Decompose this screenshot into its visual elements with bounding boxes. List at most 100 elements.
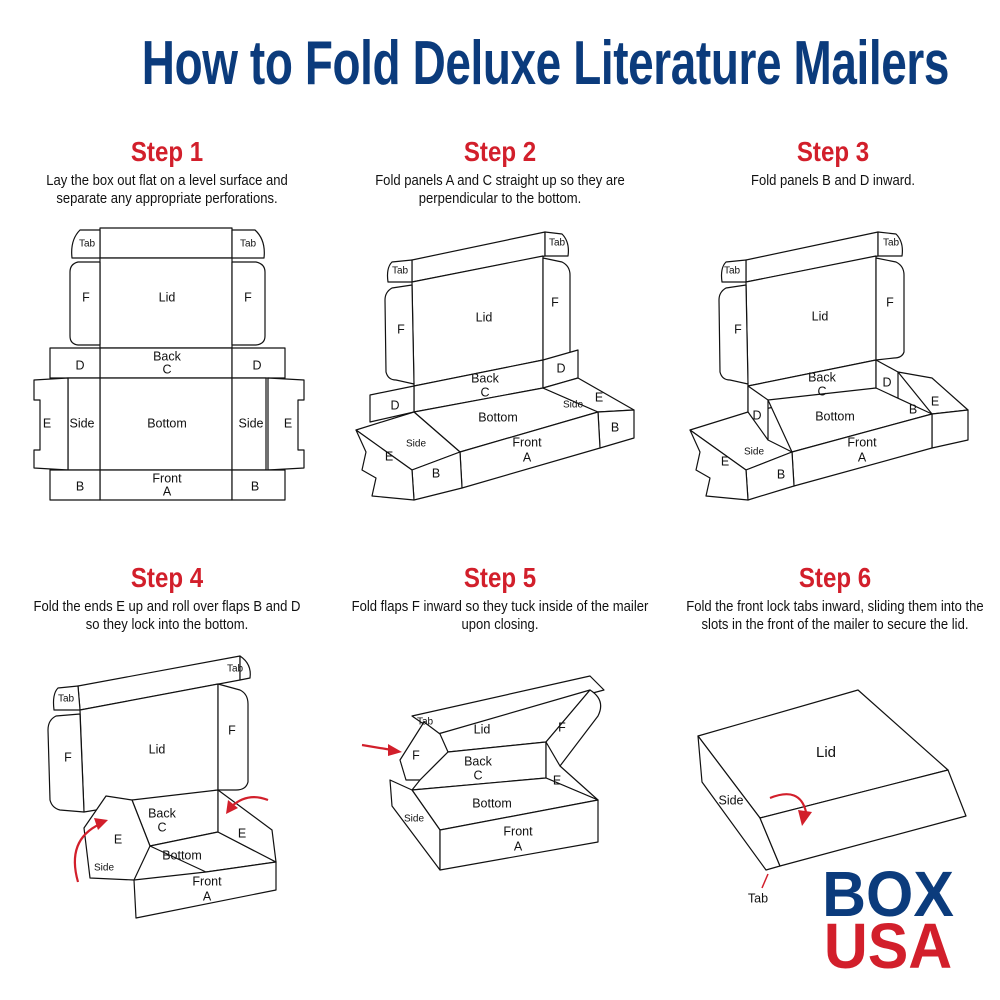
label-tab: Tab (883, 238, 900, 249)
step-title: Step 4 (130, 562, 204, 593)
label-front: Front (847, 435, 877, 449)
label-front: Front (512, 435, 542, 449)
label-back: Back (808, 370, 837, 384)
label-f: F (886, 295, 894, 309)
label-back: Back (153, 349, 182, 363)
step-3-diagram: Tab Tab F Lid F Back C D D Bottom B E E … (689, 231, 969, 501)
page-title: How to Fold Deluxe Literature Mailers (0, 28, 1000, 99)
label-tab: Tab (417, 717, 434, 728)
label-front: Front (192, 874, 222, 888)
step-title: Step 3 (796, 136, 870, 167)
label-tab: Tab (392, 266, 409, 277)
step-text-line: slots in the front of the mailer to secu… (701, 617, 969, 633)
label-b: B (76, 479, 84, 493)
label-c: C (817, 384, 826, 398)
step-text-line: so they lock into the bottom. (85, 617, 249, 633)
label-b: B (777, 467, 785, 481)
label-d: D (882, 375, 891, 389)
label-c: C (473, 768, 482, 782)
step-text: Lay the box out flat on a level surface … (19, 172, 316, 208)
label-a: A (523, 450, 532, 464)
label-c: C (162, 362, 171, 376)
label-tab: Tab (58, 694, 75, 705)
label-bottom: Bottom (478, 410, 518, 424)
label-b: B (251, 479, 259, 493)
label-front: Front (503, 824, 533, 838)
label-bottom: Bottom (815, 409, 855, 423)
label-side: Side (404, 814, 424, 825)
label-d: D (252, 358, 261, 372)
label-f: F (244, 290, 252, 304)
step-3: Step 3 Fold panels B and D inward. (668, 136, 998, 190)
label-bottom: Bottom (162, 848, 202, 862)
label-c: C (480, 385, 489, 399)
arrowhead-icon (388, 744, 402, 756)
step-text: Fold the ends E up and roll over flaps B… (19, 598, 316, 634)
step-text-line: Fold flaps F inward so they tuck inside … (351, 599, 649, 615)
step-title: Step 6 (798, 562, 872, 593)
label-d: D (556, 361, 565, 375)
tab-pointer-icon (761, 873, 769, 889)
arrowhead-icon (94, 818, 108, 830)
label-side: Side (563, 400, 583, 411)
label-e: E (114, 832, 122, 846)
label-e: E (721, 454, 729, 468)
label-back: Back (148, 806, 177, 820)
step-text-line: Fold the front lock tabs inward, sliding… (686, 599, 984, 615)
arrowhead-icon (798, 810, 812, 826)
label-f: F (397, 322, 405, 336)
label-lid: Lid (816, 744, 836, 761)
step-text-line: separate any appropriate perforations. (56, 191, 278, 207)
label-side: Side (406, 439, 426, 450)
step-title: Step 2 (463, 136, 537, 167)
label-e: E (238, 826, 246, 840)
label-front: Front (152, 471, 182, 485)
step-1: Step 1 Lay the box out flat on a level su… (2, 136, 332, 208)
label-a: A (858, 450, 867, 464)
label-f: F (412, 748, 420, 762)
label-side: Side (744, 447, 764, 458)
box-usa-logo: BOX USA (808, 858, 968, 982)
label-lid: Lid (159, 290, 176, 304)
step-text-line: Fold panels A and C straight up so they … (375, 173, 625, 189)
label-lid: Lid (812, 309, 829, 323)
step-title: Step 5 (463, 562, 537, 593)
label-side: Side (94, 863, 114, 874)
label-d: D (752, 408, 761, 422)
step-5-diagram: Tab Lid F F Back C E Bottom Side Front A (361, 675, 605, 871)
step-text-line: Fold panels B and D inward. (751, 173, 915, 189)
label-f: F (558, 720, 566, 734)
logo-line-box: BOX (822, 858, 954, 930)
label-e: E (43, 416, 51, 430)
label-e: E (385, 449, 393, 463)
logo-line-usa: USA (823, 910, 953, 982)
label-e: E (284, 416, 292, 430)
label-tab: Tab (240, 239, 257, 250)
label-e: E (553, 773, 561, 787)
step-4-diagram: Tab Tab F Lid F Back C E E Bottom Side F… (47, 655, 277, 919)
label-b: B (432, 466, 440, 480)
fold-arrow-icon (231, 795, 269, 807)
label-f: F (64, 750, 72, 764)
label-tab: Tab (227, 664, 244, 675)
step-1-diagram: Tab Tab F Lid F Back C D D E Side Bottom… (33, 227, 305, 501)
step-title: Step 1 (130, 136, 204, 167)
label-back: Back (464, 754, 493, 768)
step-4: Step 4 Fold the ends E up and roll over f… (2, 562, 332, 634)
label-a: A (514, 839, 523, 853)
step-text: Fold the front lock tabs inward, sliding… (669, 598, 1000, 634)
step-text-line: Fold the ends E up and roll over flaps B… (33, 599, 301, 615)
label-tab: Tab (549, 238, 566, 249)
label-c: C (157, 820, 166, 834)
step-text: Fold panels A and C straight up so they … (352, 172, 649, 208)
label-back: Back (471, 371, 500, 385)
title-text: How to Fold Deluxe Literature Mailers (141, 29, 950, 98)
label-side: Side (69, 416, 94, 430)
label-bottom: Bottom (472, 796, 512, 810)
label-a: A (203, 889, 212, 903)
label-e: E (595, 390, 603, 404)
label-side: Side (238, 416, 263, 430)
fold-arrow-icon (361, 743, 393, 752)
label-b: B (611, 420, 619, 434)
label-lid: Lid (149, 742, 166, 756)
